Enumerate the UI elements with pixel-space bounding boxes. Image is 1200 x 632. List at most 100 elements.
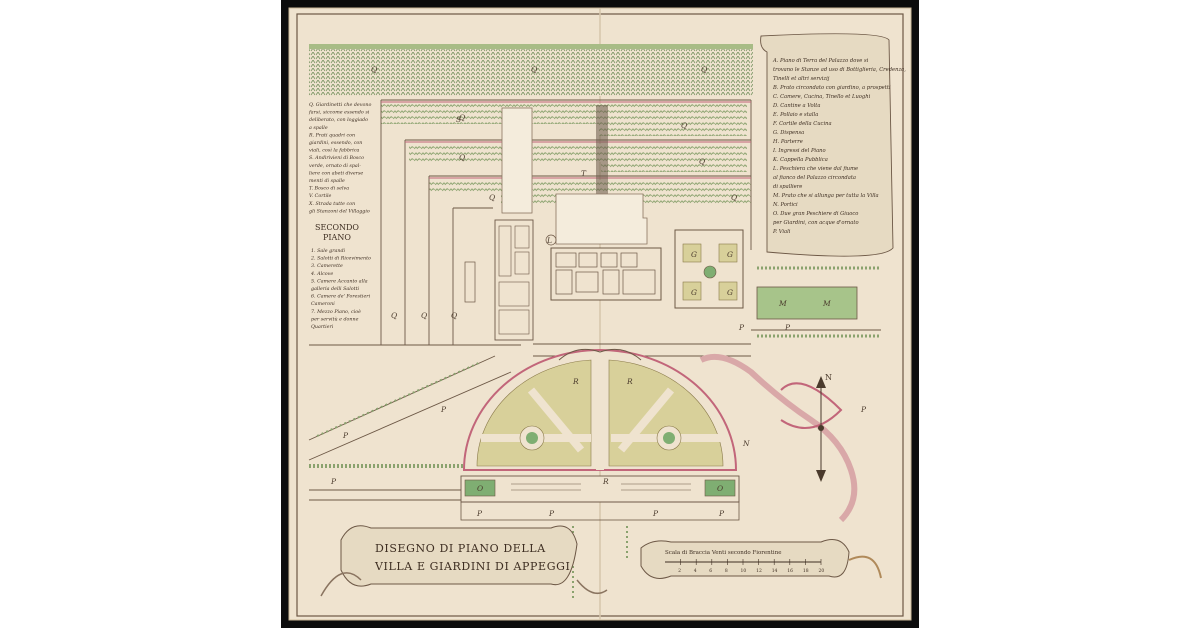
left-legend-line: V. Cortile — [309, 193, 332, 199]
area-letter-q: Q — [371, 65, 377, 74]
left-legend: Q. Giardinetti che devono farsi, siccome … — [308, 102, 371, 330]
scale-tick-label: 18 — [803, 568, 809, 574]
lower-forecourt — [460, 501, 740, 521]
scale-tick-label: 12 — [756, 568, 762, 574]
service-rooms — [498, 225, 530, 335]
left-legend-line: a spalle — [309, 125, 328, 131]
left-legend-line: gli Stanzoni del Villaggio — [309, 208, 370, 214]
left-legend-line: farsi, siccome essendo si — [308, 110, 370, 116]
palace-rooms — [555, 252, 656, 295]
small-outbuilding — [464, 261, 476, 303]
map-frame: A. Piano di Terra del Palazzo dove si tro… — [281, 0, 919, 628]
right-legend-line: al fianco del Palazzo circondata — [773, 175, 856, 181]
avenue-dark-row — [596, 105, 608, 205]
left-legend-section-line: per servitù e donne — [311, 315, 359, 322]
parterre-bed-2 — [718, 243, 738, 263]
scale-tick-label: 8 — [725, 568, 728, 574]
avenue-paper-strip — [501, 107, 533, 214]
fountain-right-basin — [663, 432, 675, 444]
area-letter-p: P — [784, 323, 791, 332]
scale-tick-label: 16 — [787, 568, 793, 574]
area-letter-r: R — [626, 377, 633, 386]
title-line-1: DISEGNO DI PIANO DELLA — [375, 542, 546, 555]
left-legend-line: R. Prati quadri con — [308, 132, 355, 138]
area-letter-g: G — [691, 250, 697, 259]
left-legend-section-line: Quartieri — [311, 324, 334, 330]
area-letter-q: Q — [459, 153, 465, 162]
right-legend-line: P. Viali — [772, 229, 791, 235]
ribbon — [699, 354, 858, 523]
area-letter-t: T — [581, 169, 587, 178]
area-letter-q: Q — [489, 193, 495, 202]
left-legend-line: liere con abeti diverse — [309, 170, 363, 176]
pool-o-left — [464, 479, 496, 497]
left-legend-line: Q. Giardinetti che devono — [309, 102, 371, 108]
area-letter-q: Q — [699, 157, 705, 166]
right-legend-line: C. Camere, Cucina, Tinello et Luoghi — [773, 94, 871, 100]
parterre-fountain — [703, 265, 717, 279]
scale-tick-label: 10 — [741, 568, 747, 574]
area-letter-q: Q — [731, 193, 737, 202]
parterre-bed-4 — [718, 281, 738, 301]
right-legend-line: trovano le Stanze ad uso di Bottiglieria… — [773, 67, 906, 73]
right-legend-line: A. Piano di Terra del Palazzo dove si — [772, 58, 869, 64]
right-legend-line: I. Ingressi del Piano — [772, 148, 826, 154]
garden-base — [460, 475, 740, 503]
left-legend-line: T. Bosco di selva — [309, 186, 349, 192]
area-letter-q: Q — [681, 121, 687, 130]
right-legend-line: H. Parterre — [772, 139, 803, 145]
right-legend-line: N. Portici — [772, 202, 798, 208]
area-letter-g: G — [691, 288, 697, 297]
villa-plan-map: A. Piano di Terra del Palazzo dove si tro… — [288, 7, 912, 621]
scale-caption: Scala di Braccia Venti secondo Fiorentin… — [665, 550, 782, 556]
area-letter-o: O — [717, 484, 723, 493]
left-legend-line: S. Andirivieni di Bosco — [309, 155, 364, 161]
compass-label: N — [825, 373, 832, 382]
left-legend-line: deliberato, con loggiado — [309, 117, 368, 123]
scale-tick-label: 2 — [678, 568, 681, 574]
left-legend-section-line: 2. Salotti di Ricevimento — [310, 256, 371, 262]
left-legend-section-line: 3. Camerette — [311, 263, 343, 269]
scale-flourish — [848, 555, 882, 579]
area-letter-p: P — [548, 509, 555, 518]
left-legend-section-line: galleria delli Salotti — [311, 286, 360, 292]
right-legend-line: G. Dispensa — [773, 130, 804, 136]
left-legend-section-title: SECONDO — [315, 223, 359, 232]
area-letter-p: P — [342, 431, 349, 440]
left-legend-section-line: 5. Camere Accanto alla — [311, 278, 368, 284]
garden-terrace — [558, 348, 642, 361]
area-letter-p: P — [718, 509, 725, 518]
area-letter-n: N — [742, 439, 750, 448]
palace-upper-block — [555, 193, 648, 245]
scale-cartouche — [640, 539, 850, 579]
right-legend-line: F. Cortile della Cucina — [772, 121, 832, 127]
compass-rose — [816, 376, 826, 482]
portico-columns — [511, 483, 691, 491]
area-letter-r: R — [572, 377, 579, 386]
area-letter-p: P — [330, 477, 337, 486]
left-legend-section-line: 7. Mezzo Piano, cioè — [311, 308, 361, 315]
palace-main — [550, 247, 662, 301]
title-line-2: VILLA E GIARDINI DI APPEGGI — [374, 560, 570, 573]
area-letter-q: Q — [421, 311, 427, 320]
parterre-bed-1 — [682, 243, 702, 263]
scale-tick-label: 20 — [819, 568, 825, 574]
left-legend-section-line: 4. Alcove — [310, 271, 333, 277]
pool-o-right — [704, 479, 736, 497]
left-legend-section-line: 6. Camere de' Forestieri — [311, 294, 371, 300]
ribbon-loop — [780, 382, 843, 429]
area-letter-q: Q — [531, 65, 537, 74]
service-wing — [494, 219, 534, 341]
right-legend-line: K. Cappella Pubblica — [772, 157, 828, 163]
forest-band-mid — [409, 144, 747, 172]
pool-l — [545, 234, 557, 246]
area-letter-p: P — [738, 323, 745, 332]
right-legend-line: M. Prato che si allunga per tutta la Vil… — [772, 193, 879, 199]
area-letter-m: M — [778, 299, 787, 308]
right-legend-line: D. Cantine a Volta — [772, 103, 820, 109]
area-letter-r: R — [602, 477, 609, 486]
fountain-left-basin — [526, 432, 538, 444]
right-legend-line: E. Pollaio e stalla — [772, 112, 818, 118]
